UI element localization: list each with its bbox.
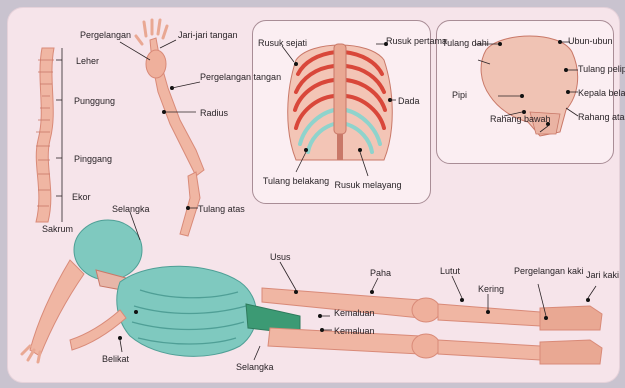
label-tailbone: Ekor (72, 192, 91, 202)
label-skull-jaw: Rahang bawah (490, 114, 551, 124)
label-fibula: Kering (478, 284, 504, 294)
label-ribs-false: Tulang belakang (263, 176, 329, 186)
label-skull-nasal: Pipi (452, 90, 467, 100)
label-spine-low: Pinggang (74, 154, 112, 164)
spine-illustration (36, 48, 62, 222)
label-skull-occipital: Kepala belakang (578, 88, 625, 98)
label-skull-parietal: Ubun-ubun (568, 36, 613, 46)
label-collarbone: Selangka (112, 204, 150, 214)
label-pelvis: Usus (270, 252, 291, 262)
label-shoulder-blade: Belikat (102, 354, 129, 364)
label-femur: Paha (370, 268, 391, 278)
label-wrist: Pergelangan tangan (200, 72, 281, 82)
label-hip: Kemaluan (334, 308, 375, 318)
reclining-skeleton (22, 220, 300, 362)
label-fingers: Jari-jari tangan (178, 30, 238, 40)
label-ankle: Pergelangan kaki (514, 266, 584, 276)
label-hand-bones: Pergelangan (80, 30, 131, 40)
label-upper-arm: Tulang atas (198, 204, 245, 214)
label-kneecap: Lutut (440, 266, 460, 276)
label-toes: Jari kaki (586, 270, 619, 280)
label-ribs-top: Rusuk sejati (258, 38, 307, 48)
label-sternum: Rusuk pertama (386, 36, 447, 46)
label-radius: Radius (200, 108, 228, 118)
legs-illustration (262, 288, 602, 364)
label-heel: Kemaluan (334, 326, 375, 336)
label-lower-leg: Selangka (236, 362, 274, 372)
ribcage-illustration (288, 42, 393, 160)
label-skull-frontal: Tulang dahi (442, 38, 489, 48)
label-ribs-floating: Rusuk melayang (334, 180, 401, 190)
label-spine-lumbar: Sakrum (42, 224, 73, 234)
label-spine-mid: Punggung (74, 96, 115, 106)
label-spine-upper: Leher (76, 56, 99, 66)
label-ribs-side: Dada (398, 96, 420, 106)
label-skull-temporal: Tulang pelipis (578, 64, 625, 74)
label-skull-zygomatic: Rahang atas (578, 112, 625, 122)
